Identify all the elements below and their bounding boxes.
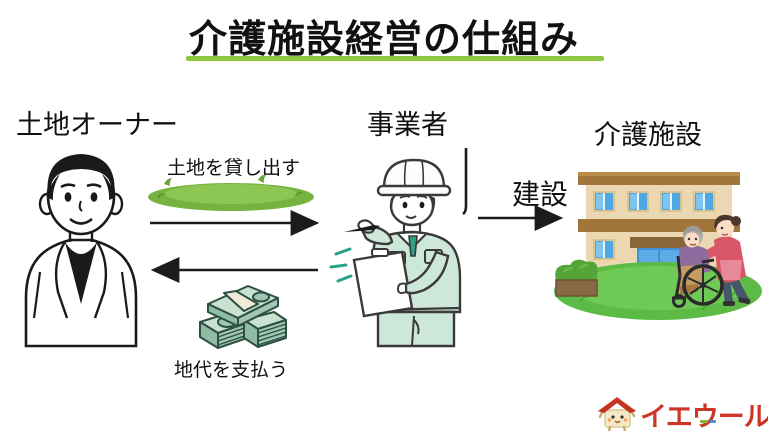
pay-rent-label: 地代を支払う — [174, 359, 289, 381]
separator-line — [462, 148, 468, 216]
land-icon — [148, 174, 314, 211]
house-mascot-icon — [598, 397, 636, 431]
title-underline — [186, 56, 604, 61]
facility-label: 介護施設 — [594, 120, 702, 151]
construction-worker-illustration — [329, 158, 462, 348]
man-illustration — [24, 154, 138, 348]
operator-label: 事業者 — [367, 110, 448, 141]
money-icon — [199, 285, 287, 349]
land-owner-label: 土地オーナー — [16, 110, 178, 141]
elderly-wheelchair-figure — [672, 226, 724, 308]
logo-accent-green — [700, 420, 708, 423]
logo-accent-blue — [710, 420, 716, 423]
page-title: 介護施設経営の仕組み — [188, 17, 579, 61]
brand-logo: イエウール — [596, 393, 768, 432]
care-facility-illustration — [554, 172, 762, 320]
brand-logo-text: イエウール — [640, 402, 768, 432]
lend-land-label: 土地を貸し出す — [167, 157, 301, 179]
